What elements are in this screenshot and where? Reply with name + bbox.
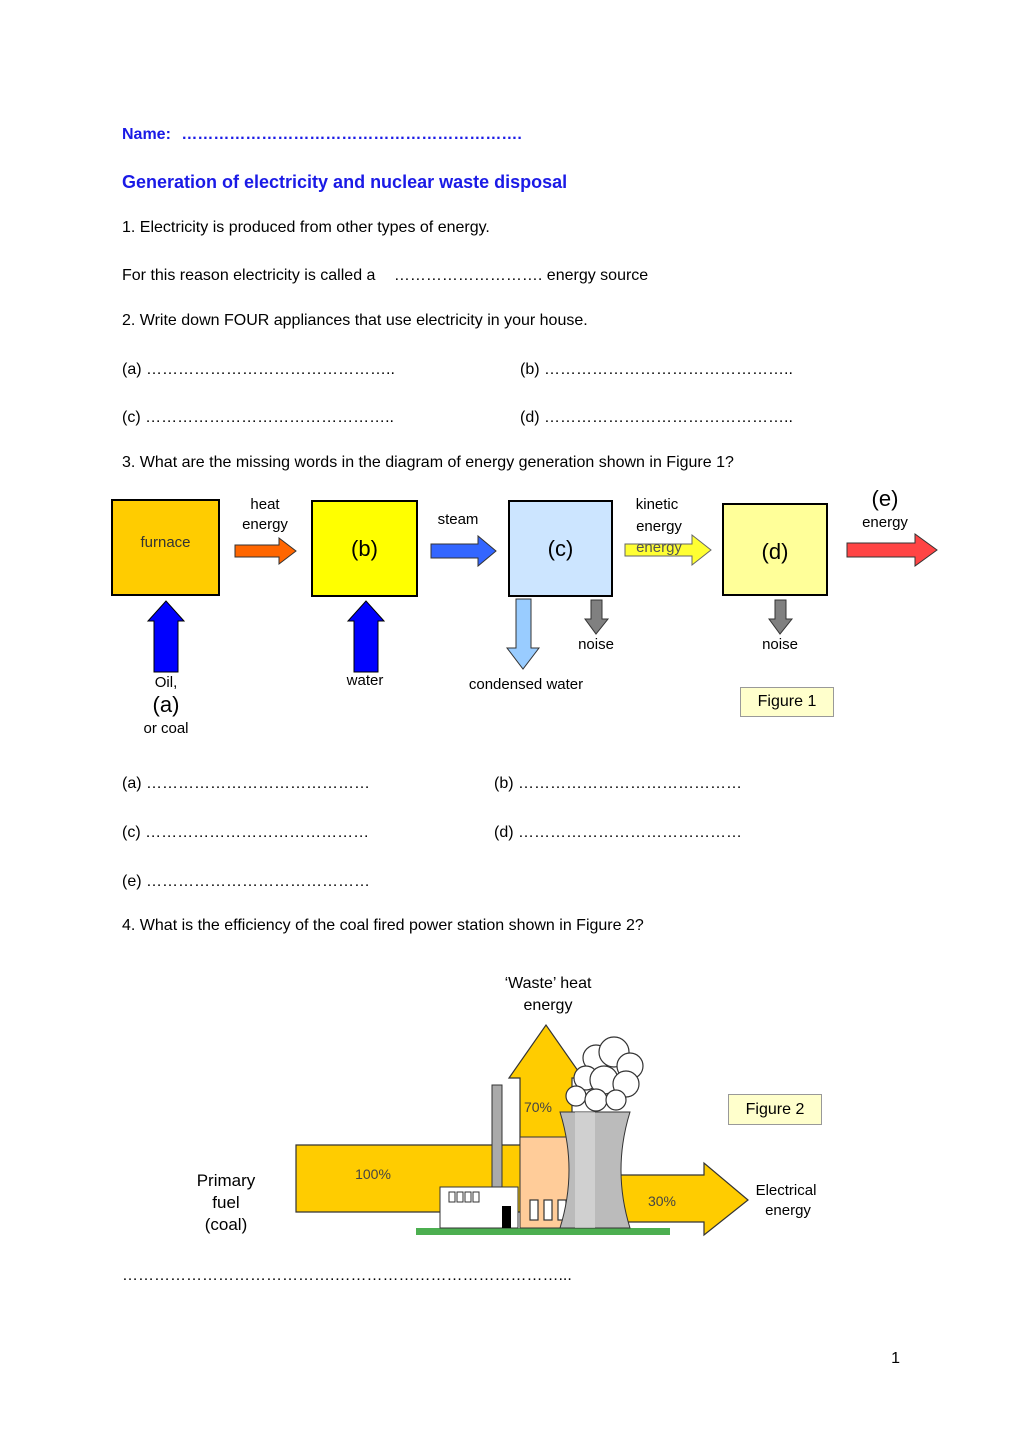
label-a: (a): [152, 692, 180, 717]
box-b: [311, 500, 418, 597]
output-energy-arrow: [846, 533, 938, 567]
kinetic-overlay-label: energy: [636, 539, 682, 556]
steam-cloud: [565, 1036, 644, 1112]
figure-1-arrows: [146, 533, 938, 673]
label-e: (e): [871, 486, 899, 511]
waste-heat-label-1: ‘Waste’ heat: [504, 975, 592, 992]
q3-answer-d: (d) ……………………………………: [494, 824, 742, 841]
or-coal-label: or coal: [143, 720, 189, 737]
name-label-row: Name: ……………………………………………………….: [122, 126, 522, 144]
water-input-arrow: [346, 600, 386, 673]
water-label: water: [346, 672, 384, 689]
noise-label-c: noise: [578, 636, 614, 653]
primary-fuel-label-3: (coal): [204, 1215, 248, 1234]
noise-label-d: noise: [762, 636, 798, 653]
tall-building-windows: [529, 1199, 567, 1221]
question-2: 2. Write down FOUR appliances that use e…: [122, 312, 588, 329]
page-number: 1: [891, 1350, 900, 1367]
q2-answer-c: (c) ………………………………………..: [122, 409, 394, 426]
name-line: ……………………………………………………….: [181, 126, 522, 143]
label-c: (c): [547, 536, 574, 561]
pct-30-label: 30%: [647, 1193, 677, 1209]
heat-energy-label-2: energy: [242, 516, 288, 533]
figure-1-caption: Figure 1: [740, 687, 834, 717]
q2-answer-b: (b) ………………………………………..: [520, 361, 793, 378]
steam-label: steam: [437, 511, 479, 528]
question-1: 1. Electricity is produced from other ty…: [122, 219, 490, 236]
heat-energy-label-1: heat: [250, 496, 280, 513]
low-building-windows: [448, 1191, 480, 1203]
condensed-water-arrow: [505, 598, 541, 670]
electrical-energy-label-2: energy: [765, 1202, 811, 1219]
q4-answer-line: ………………………………….……………………………………...: [122, 1267, 572, 1284]
q1-suffix: energy source: [546, 267, 649, 284]
q3-answer-b: (b) ……………………………………: [494, 775, 742, 792]
chimney: [491, 1084, 503, 1196]
q3-answer-c: (c) ……………………………………: [122, 824, 370, 841]
heat-energy-arrow: [234, 536, 297, 566]
pct-70-label: 70%: [523, 1099, 553, 1115]
electrical-energy-label-1: Electrical: [755, 1182, 817, 1199]
oil-label: Oil,: [154, 674, 178, 691]
door: [502, 1206, 511, 1228]
q2-answer-a: (a) ………………………………………..: [122, 361, 395, 378]
q3-answer-e: (e) ……………………………………: [122, 873, 370, 890]
pct-100-label: 100%: [355, 1166, 391, 1182]
question-4: 4. What is the efficiency of the coal fi…: [122, 917, 644, 934]
e-energy-label: energy: [862, 514, 908, 531]
kinetic-label-1: kinetic: [635, 496, 679, 513]
furnace-label: furnace: [140, 534, 191, 551]
noise-arrow-d: [768, 599, 794, 635]
furnace-box: [111, 499, 220, 596]
fuel-input-arrow: [146, 600, 186, 673]
page-title: Generation of electricity and nuclear wa…: [122, 172, 568, 192]
q2-answer-d: (d) ………………………………………..: [520, 409, 793, 426]
box-c: [508, 500, 613, 597]
q3-answer-a: (a) ……………………………………: [122, 775, 370, 792]
ground: [416, 1228, 670, 1235]
label-d: (d): [761, 539, 789, 564]
noise-arrow-c: [584, 599, 610, 635]
kinetic-label-2: energy: [636, 518, 682, 535]
box-d: [722, 503, 828, 596]
condensed-water-label: condensed water: [468, 676, 584, 693]
waste-heat-label-2: energy: [523, 997, 573, 1014]
label-b: (b): [351, 536, 378, 561]
figure-2-illustration: [295, 1023, 749, 1237]
figure-2-caption: Figure 2: [728, 1094, 822, 1125]
steam-arrow: [430, 534, 497, 568]
question-1-blank-line: For this reason electricity is called a …: [122, 267, 648, 285]
primary-fuel-label-2: fuel: [212, 1193, 240, 1212]
kinetic-energy-arrow: [624, 533, 712, 567]
q1-blank: ……………………….: [393, 267, 543, 284]
q1-prefix: For this reason electricity is called a: [122, 267, 376, 284]
name-label: Name:: [122, 126, 171, 143]
primary-fuel-label-1: Primary: [196, 1171, 256, 1190]
question-3: 3. What are the missing words in the dia…: [122, 454, 734, 471]
